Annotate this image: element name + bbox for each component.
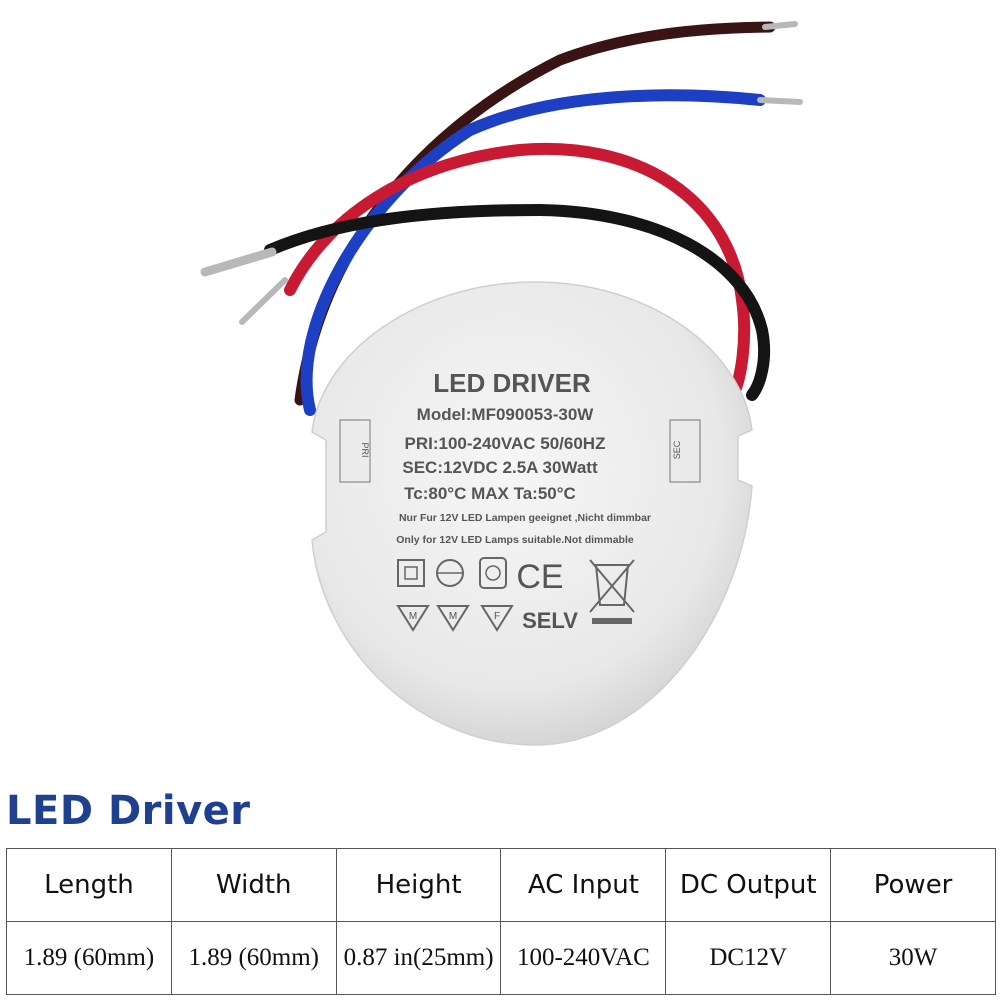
wire-terminal-top-1 xyxy=(762,21,798,30)
value-power: 30W xyxy=(830,921,996,995)
secondary-side-text: SEC xyxy=(672,440,682,459)
ce-mark-icon: CE xyxy=(516,558,563,596)
label-secondary: SEC:12VDC 2.5A 30Watt xyxy=(402,458,598,477)
m-mark-text-2: M xyxy=(449,611,457,622)
safety-transformer-icon xyxy=(479,557,507,589)
secondary-terminal-label: SEC xyxy=(669,419,701,483)
product-photo: LED DRIVER Model:MF090053-30W PRI:100-24… xyxy=(200,21,803,746)
m-mark-icon-1: M xyxy=(396,605,430,632)
transformer-icon xyxy=(436,559,464,587)
header-ac-input: AC Input xyxy=(500,848,667,922)
f-mark-text: F xyxy=(494,611,500,622)
wire-terminal-left-1 xyxy=(200,247,277,277)
value-dc-output: DC12V xyxy=(665,921,832,995)
header-length: Length xyxy=(6,848,172,922)
value-width: 1.89 (60mm) xyxy=(170,921,337,995)
wire-black xyxy=(264,203,771,401)
weee-bin-icon xyxy=(589,559,635,624)
driver-housing xyxy=(311,281,753,746)
selv-mark: SELV xyxy=(522,608,578,633)
label-note-en: Only for 12V LED Lamps suitable.Not dimm… xyxy=(396,534,634,546)
header-height: Height xyxy=(335,848,502,922)
label-primary: PRI:100-240VAC 50/60HZ xyxy=(405,434,606,453)
section-title: LED Driver xyxy=(6,788,251,834)
label-title: LED DRIVER xyxy=(433,368,591,398)
spec-table: Length Width Height AC Input DC Output P… xyxy=(6,848,996,995)
ce-mark-text: CE xyxy=(516,558,563,596)
wire-terminal-left-2 xyxy=(239,277,288,325)
m-mark-icon-2: M xyxy=(436,605,470,632)
value-ac-input: 100-240VAC xyxy=(500,921,667,995)
value-height: 0.87 in(25mm) xyxy=(335,921,502,995)
label-temps: Tc:80°C MAX Ta:50°C xyxy=(404,484,576,503)
wire-terminal-top-2 xyxy=(757,97,803,105)
wire-red xyxy=(284,142,751,396)
spec-table-value-row: 1.89 (60mm) 1.89 (60mm) 0.87 in(25mm) 10… xyxy=(6,921,996,995)
primary-side-text: PRI xyxy=(360,442,370,457)
primary-terminal-label: PRI xyxy=(339,419,371,483)
value-length: 1.89 (60mm) xyxy=(6,921,172,995)
label-model: Model:MF090053-30W xyxy=(417,405,595,424)
wire-blue xyxy=(300,89,766,416)
m-mark-text-1: M xyxy=(409,611,417,622)
header-dc-output: DC Output xyxy=(665,848,832,922)
label-note-de: Nur Fur 12V LED Lampen geeignet ,Nicht d… xyxy=(399,512,651,524)
header-power: Power xyxy=(830,848,996,922)
spec-table-header-row: Length Width Height AC Input DC Output P… xyxy=(6,848,996,922)
header-width: Width xyxy=(170,848,337,922)
f-mark-icon: F xyxy=(480,605,514,632)
class-ii-icon xyxy=(397,559,425,587)
